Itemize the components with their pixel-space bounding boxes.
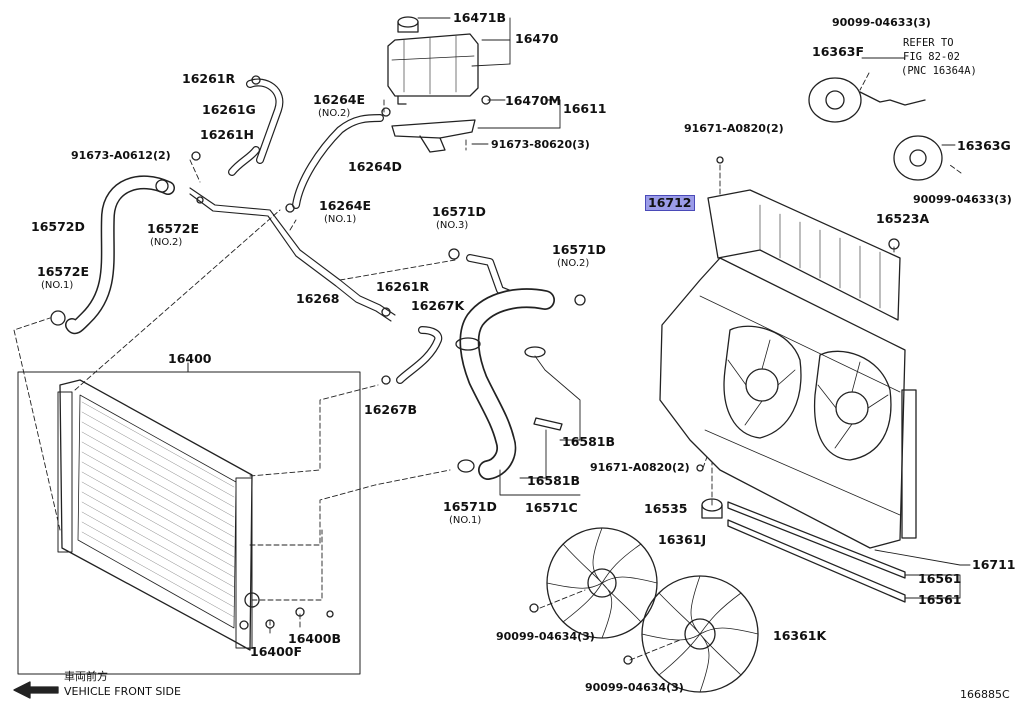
fan-shroud-16711 [659, 257, 917, 603]
part-16561-a-label[interactable]: 16561 [918, 571, 962, 586]
part-90099-04633-bot-label[interactable]: 90099-04633(3) [913, 193, 1012, 206]
radiator-group-frame [17, 371, 361, 675]
reservoir-tank-16470 [387, 16, 491, 153]
part-16264E-no2-label[interactable]: 16264E [313, 92, 366, 107]
part-16561-b-label[interactable]: 16561 [918, 592, 962, 607]
part-16363F-label[interactable]: 16363F [812, 44, 865, 59]
refer-note-line3: (PNC 16364A) [901, 65, 977, 77]
part-90099-04634-b-label[interactable]: 90099-04634(3) [585, 681, 684, 694]
part-16261R-mid-label[interactable]: 16261R [376, 279, 430, 294]
refer-note-line2: FIG 82-02 [903, 51, 960, 63]
fan-shroud-top-16712 [707, 189, 901, 321]
part-90099-04634-a-label[interactable]: 90099-04634(3) [496, 630, 595, 643]
part-16261R-top-label[interactable]: 16261R [182, 71, 236, 86]
part-16711-label[interactable]: 16711 [972, 557, 1016, 572]
vehicle-front-arrow [13, 681, 59, 699]
part-16571D-no2-note: (NO.2) [557, 258, 590, 269]
part-16361K-label[interactable]: 16361K [773, 628, 827, 643]
radiator-16400 [57, 379, 260, 651]
part-16264E-no2-note: (NO.2) [318, 108, 351, 119]
front-side-jp-label: 車両前方 [64, 670, 108, 683]
part-16400F-label[interactable]: 16400F [250, 644, 303, 659]
part-16264D-label[interactable]: 16264D [348, 159, 402, 174]
part-16471B-label[interactable]: 16471B [453, 10, 507, 25]
part-16264E-no1-label[interactable]: 16264E [319, 198, 372, 213]
part-16268-label[interactable]: 16268 [296, 291, 340, 306]
part-16572E-no1-label[interactable]: 16572E [37, 264, 90, 279]
part-16535-label[interactable]: 16535 [644, 501, 688, 516]
fan-16361K [641, 575, 759, 693]
hoses-upper-left [191, 75, 391, 213]
part-16572E-no2-label[interactable]: 16572E [147, 221, 200, 236]
part-90099-04633-top-label[interactable]: 90099-04633(3) [832, 16, 931, 29]
figure-code-label: 166885C [960, 688, 1010, 701]
part-91671-A0820-mid-label[interactable]: 91671-A0820(2) [590, 461, 690, 474]
pipe-16268 [189, 187, 396, 322]
part-16571D-no1-note: (NO.1) [449, 515, 482, 526]
part-16572E-no1-note: (NO.1) [41, 280, 74, 291]
part-16363G-label[interactable]: 16363G [957, 138, 1011, 153]
part-16261G-label[interactable]: 16261G [202, 102, 256, 117]
part-91671-A0820-top-label[interactable]: 91671-A0820(2) [684, 122, 784, 135]
part-16361J-label[interactable]: 16361J [658, 532, 707, 547]
part-16571D-no1-label[interactable]: 16571D [443, 499, 497, 514]
part-16571D-no3-label[interactable]: 16571D [432, 204, 486, 219]
front-side-en-label: VEHICLE FRONT SIDE [64, 685, 181, 698]
part-16571C-label[interactable]: 16571C [525, 500, 578, 515]
part-16571D-no2-label[interactable]: 16571D [552, 242, 606, 257]
part-16571D-no3-note: (NO.3) [436, 220, 469, 231]
part-16572D-label[interactable]: 16572D [31, 219, 85, 234]
part-16267B-label[interactable]: 16267B [364, 402, 418, 417]
part-16470-label[interactable]: 16470 [515, 31, 559, 46]
fan-motor-16363F [808, 77, 926, 123]
part-16581B-b-label[interactable]: 16581B [527, 473, 581, 488]
refer-note-line1: REFER TO [903, 37, 954, 49]
part-16572E-no2-note: (NO.2) [150, 237, 183, 248]
hose-16572D [50, 175, 175, 335]
part-16261H-label[interactable]: 16261H [200, 127, 254, 142]
part-91673-A0612-label[interactable]: 91673-A0612(2) [71, 149, 171, 162]
part-16400-label[interactable]: 16400 [168, 351, 212, 366]
part-16264E-no1-note: (NO.1) [324, 214, 357, 225]
part-16523A-label[interactable]: 16523A [876, 211, 930, 226]
part-16267K-label[interactable]: 16267K [411, 298, 465, 313]
part-16470M-label[interactable]: 16470M [505, 93, 561, 108]
fan-16361J [546, 527, 658, 639]
part-16400B-label[interactable]: 16400B [288, 631, 342, 646]
part-16611-label[interactable]: 16611 [563, 101, 607, 116]
part-91673-80620-label[interactable]: 91673-80620(3) [491, 138, 590, 151]
part-16581B-a-label[interactable]: 16581B [562, 434, 616, 449]
hose-16571C [455, 288, 563, 480]
fan-motor-16363G [893, 135, 943, 181]
part-16712-label-highlighted[interactable]: 16712 [645, 195, 695, 211]
